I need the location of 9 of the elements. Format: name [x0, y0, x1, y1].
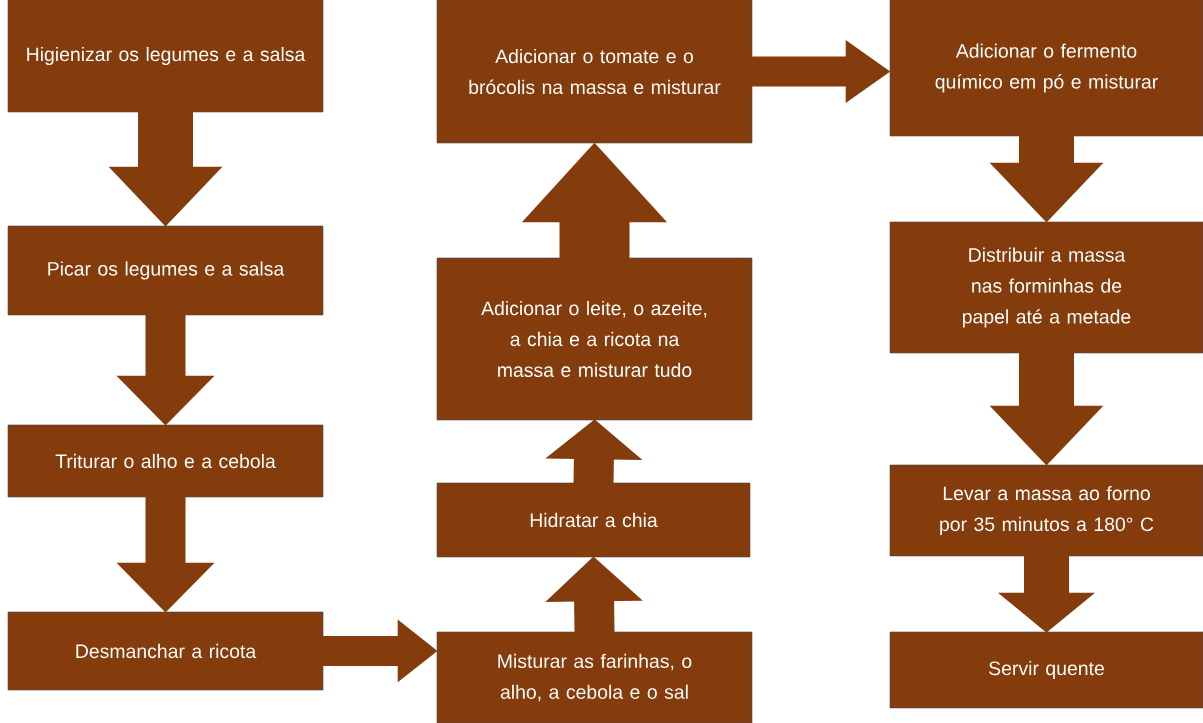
- process-box: Levar a massa ao forno por 35 minutos a 180° C: [889, 464, 1203, 557]
- process-box: Adicionar o tomate e o brócolis na massa e misturar: [436, 0, 753, 144]
- process-box: Misturar as farinhas, o alho, a cebola e o sal: [436, 631, 753, 723]
- process-box: Adicionar o fermento químico em pó e misturar: [889, 0, 1203, 137]
- process-box: Higienizar os legumes e a salsa: [7, 0, 324, 113]
- process-box: Distribuir a massa nas forminhas de papel até a metade: [889, 221, 1203, 354]
- process-box: Hidratar a chia: [436, 482, 751, 558]
- process-box: Desmanchar a ricota: [7, 611, 324, 691]
- process-box: Servir quente: [889, 631, 1203, 709]
